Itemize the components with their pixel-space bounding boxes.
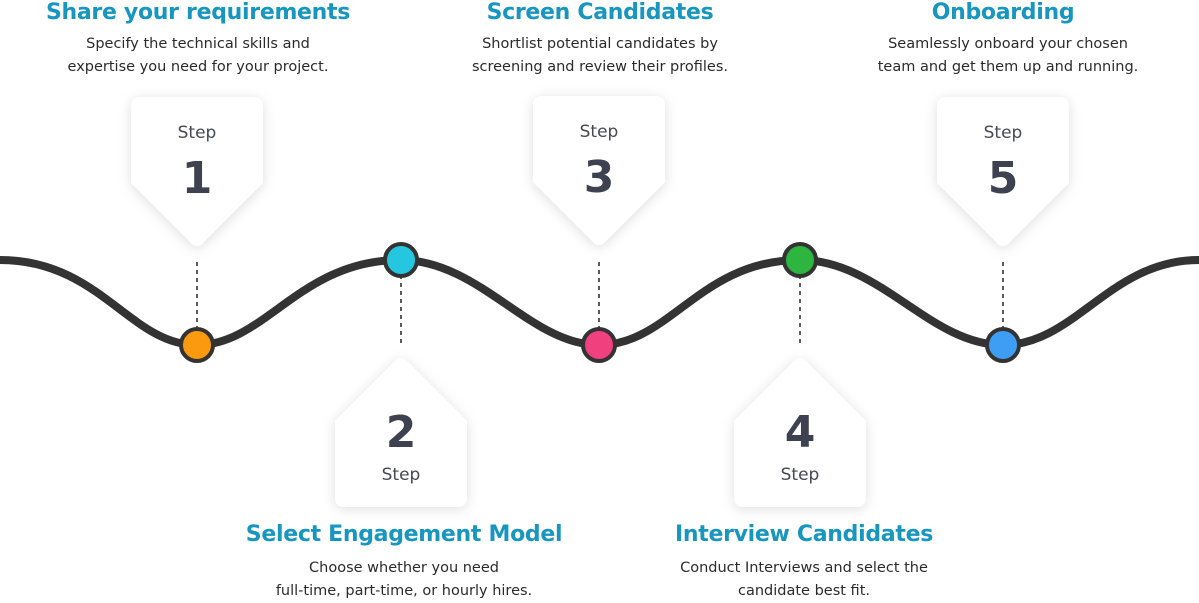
step-1-description-line-1: Specify the technical skills and: [86, 36, 310, 52]
step-3-label: Step: [580, 122, 619, 142]
step-5-title: Onboarding: [931, 0, 1075, 25]
step-4-description-line-1: Conduct Interviews and select the: [680, 560, 928, 576]
step-2-node: [383, 242, 419, 278]
step-3-description: Shortlist potential candidates by screen…: [390, 33, 810, 79]
step-2-label: Step: [382, 465, 421, 485]
step-3-card: [533, 96, 665, 245]
step-2-number: 2: [386, 407, 417, 458]
step-3-number: 3: [584, 152, 615, 203]
step-1-node: [179, 327, 215, 363]
step-1-number: 1: [182, 153, 213, 204]
step-5-node: [985, 327, 1021, 363]
step-1-card: [131, 97, 263, 246]
step-4-description: Conduct Interviews and select the candid…: [594, 557, 1014, 603]
step-1-title: Share your requirements: [45, 0, 351, 25]
step-5-description: Seamlessly onboard your chosen team and …: [798, 33, 1199, 79]
step-4-label: Step: [781, 465, 820, 485]
step-5-number: 5: [988, 153, 1019, 204]
step-2-description: Choose whether you need full-time, part-…: [194, 557, 614, 603]
step-5-description-line-1: Seamlessly onboard your chosen: [888, 36, 1128, 52]
step-3-description-line-1: Shortlist potential candidates by: [482, 36, 718, 52]
step-3-description-line-2: screening and review their profiles.: [471, 59, 729, 75]
step-2-card: [335, 358, 467, 507]
step-5-label: Step: [984, 123, 1023, 143]
step-4-card: [734, 358, 866, 507]
step-3-title: Screen Candidates: [486, 0, 714, 25]
step-1-description: Specify the technical skills and experti…: [0, 33, 408, 79]
step-2-description-line-2: full-time, part-time, or hourly hires.: [275, 583, 533, 599]
step-4-number: 4: [785, 407, 816, 458]
step-3-node: [581, 327, 617, 363]
step-1-description-line-2: expertise you need for your project.: [67, 59, 329, 75]
step-5-description-line-2: team and get them up and running.: [877, 59, 1139, 75]
step-4-description-line-2: candidate best fit.: [738, 583, 870, 599]
step-1-label: Step: [178, 123, 217, 143]
step-4-title: Interview Candidates: [675, 522, 933, 547]
step-2-title: Select Engagement Model: [245, 522, 563, 547]
step-4-node: [782, 242, 818, 278]
step-5-card: [937, 97, 1069, 246]
step-2-description-line-1: Choose whether you need: [309, 560, 499, 576]
